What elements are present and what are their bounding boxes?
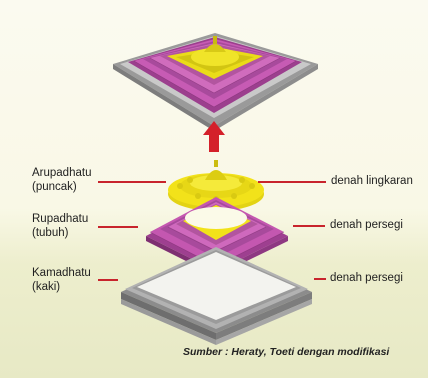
leader-line-plan-mid [293,225,325,227]
label-kamadhatu-sub: (kaki) [32,280,60,294]
label-arupadhatu-sub: (puncak) [32,180,77,194]
label-rupadhatu: Rupadhatu [32,212,88,226]
source-caption: Sumber : Heraty, Toeti dengan modifikasi [183,346,389,358]
kamadhatu-layer [121,247,312,345]
complete-temple [113,33,318,131]
leader-line-arupadhatu [98,181,166,183]
label-kamadhatu: Kamadhatu [32,266,91,280]
label-plan-top: denah lingkaran [331,174,413,188]
label-rupadhatu-sub: (tubuh) [32,226,68,240]
label-plan-bottom: denah persegi [330,271,403,285]
leader-line-rupadhatu [98,226,138,228]
label-plan-mid: denah persegi [330,218,403,232]
leader-line-kamadhatu [98,279,118,281]
label-arupadhatu: Arupadhatu [32,166,91,180]
leader-line-plan-top [258,181,326,183]
leader-line-plan-bottom [314,278,326,280]
